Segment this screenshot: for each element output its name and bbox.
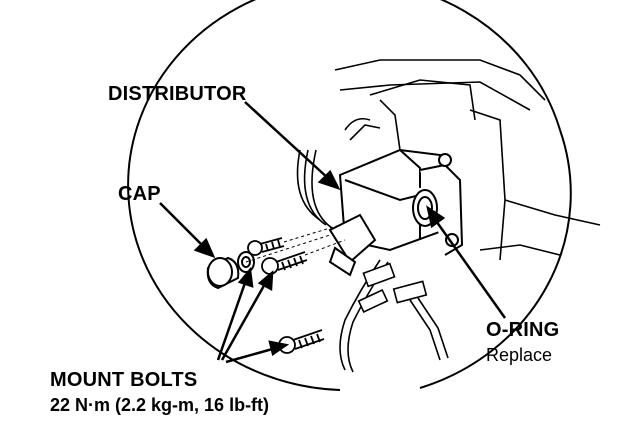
leader-lines [159, 101, 507, 364]
mount-bolt-3 [278, 329, 325, 354]
mount-bolts-label: MOUNT BOLTS [50, 369, 198, 391]
detail-circle-lower [419, 129, 572, 389]
distributor-body [328, 148, 464, 277]
cap-part [206, 251, 255, 290]
wire-harness [296, 149, 449, 373]
o-ring-note: Replace [486, 345, 553, 365]
distributor-label: DISTRIBUTOR [108, 83, 247, 105]
mount-bolt-1 [261, 251, 308, 275]
engine-outline [334, 59, 601, 261]
alignment-lines [245, 224, 346, 263]
detail-circle [127, 0, 561, 391]
cap-label: CAP [118, 183, 161, 205]
o-ring-label: O-RING [486, 319, 560, 341]
mount-bolt-2 [247, 237, 285, 256]
torque-spec: 22 N·m (2.2 kg-m, 16 lb-ft) [50, 395, 270, 415]
